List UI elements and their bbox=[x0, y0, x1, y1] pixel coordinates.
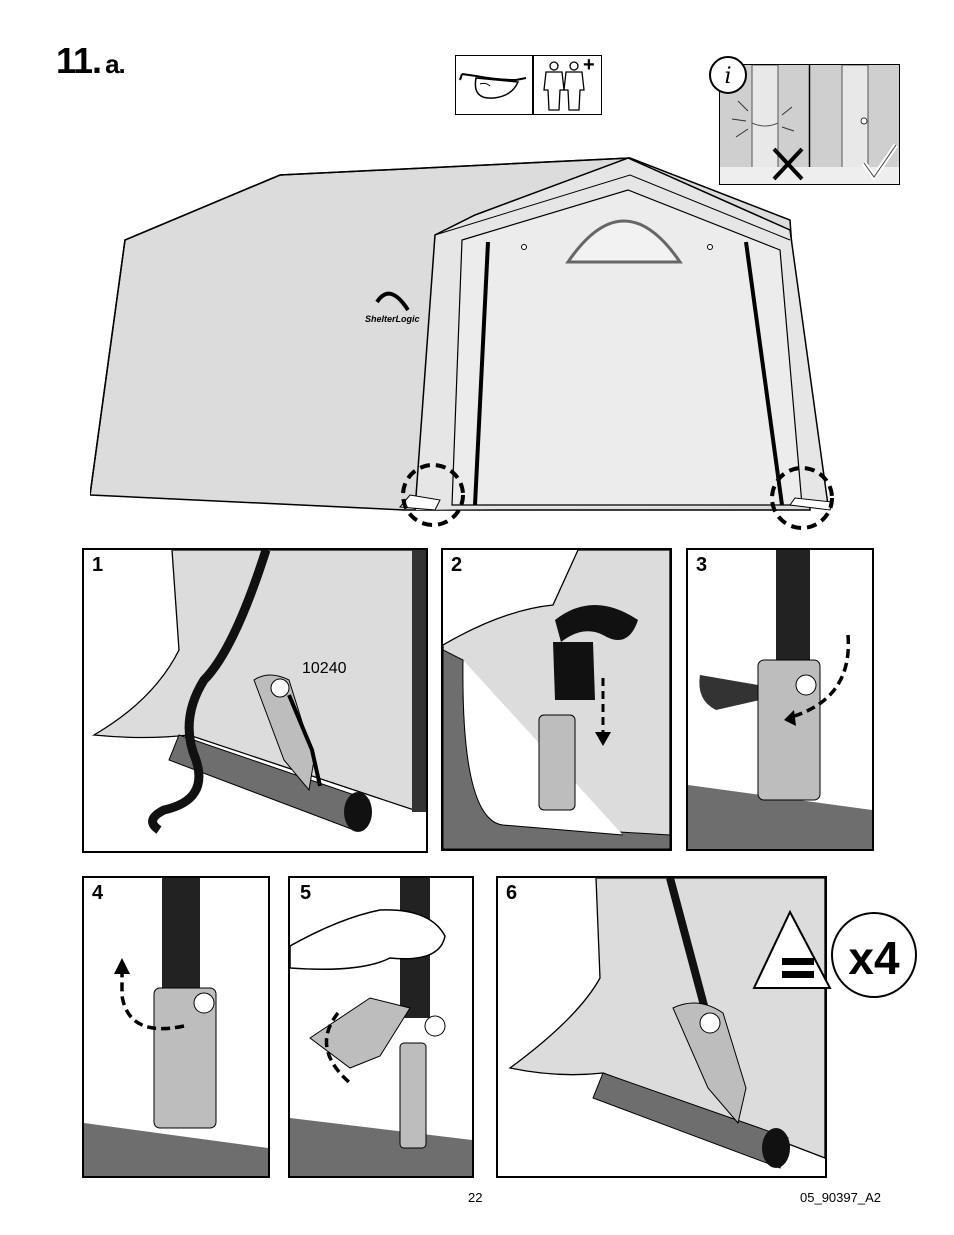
panel-3: 3 bbox=[686, 548, 874, 851]
check-mark-icon bbox=[860, 141, 900, 181]
panel-number: 6 bbox=[506, 882, 517, 905]
panel-number: 1 bbox=[92, 554, 103, 577]
panel-4: 4 bbox=[82, 876, 270, 1178]
panel-5: 5 bbox=[288, 876, 474, 1178]
svg-text:i: i bbox=[724, 64, 731, 89]
info-icon: i bbox=[704, 51, 754, 101]
repeat-badge: x4 bbox=[752, 908, 917, 1000]
panel-number: 2 bbox=[451, 554, 462, 577]
panel-2: 2 bbox=[441, 548, 672, 851]
shelter-illustration: ShelterLogic bbox=[90, 150, 850, 540]
step-title: 11.a. bbox=[56, 40, 125, 82]
part-number: 10240 bbox=[302, 660, 347, 678]
equal-triangle-icon bbox=[754, 912, 830, 988]
brand-logo: ShelterLogic bbox=[365, 314, 420, 324]
panel-number: 4 bbox=[92, 882, 103, 905]
repeat-count: x4 bbox=[848, 932, 900, 984]
step-substep: a. bbox=[105, 49, 125, 79]
panel-1: 1 10240 bbox=[82, 548, 428, 853]
document-code: 05_90397_A2 bbox=[800, 1190, 881, 1205]
ppe-box: + bbox=[455, 55, 602, 115]
step-number: 11. bbox=[56, 40, 101, 81]
panel-number: 3 bbox=[696, 554, 707, 577]
panel-number: 5 bbox=[298, 882, 313, 905]
ppe-plus: + bbox=[583, 54, 595, 77]
page-number: 22 bbox=[468, 1190, 482, 1205]
